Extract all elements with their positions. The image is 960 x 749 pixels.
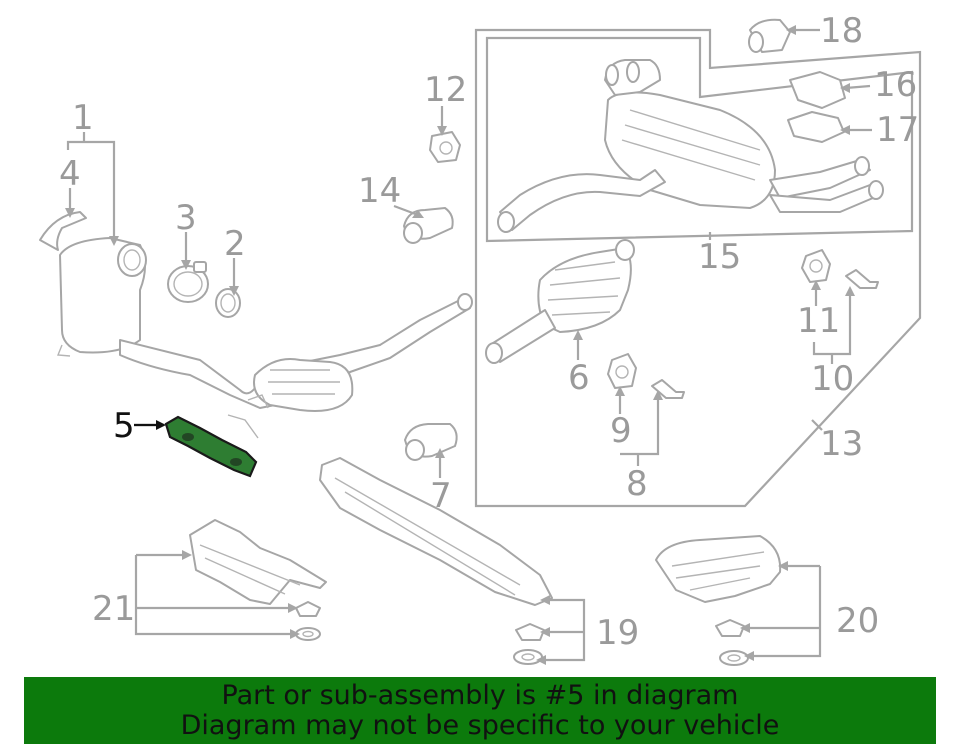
callout-21: 21 — [92, 589, 135, 629]
callout-11: 11 — [797, 301, 840, 341]
hanger-part-10 — [845, 269, 879, 289]
callout-14: 14 — [358, 171, 401, 211]
rubber-mount-part-9 — [607, 353, 637, 389]
highlighted-part-5 — [164, 415, 258, 478]
callout-15: 15 — [698, 237, 741, 277]
callout-6: 6 — [568, 358, 590, 398]
banner-line-part-number: Part or sub-assembly is #5 in diagram — [221, 680, 739, 711]
heat-shield-part-20 — [655, 535, 782, 603]
arrow-heads — [65, 25, 855, 665]
washer-part-19b — [513, 649, 543, 665]
callout-12: 12 — [424, 70, 467, 110]
callout-9: 9 — [610, 411, 632, 451]
callout-19: 19 — [596, 613, 639, 653]
callout-18: 18 — [820, 11, 863, 51]
hanger-part-8 — [651, 379, 685, 399]
rubber-mount-part-11 — [801, 249, 831, 283]
group-13-outline — [474, 28, 922, 508]
gasket-part-2 — [215, 288, 241, 318]
callout-7: 7 — [430, 476, 452, 516]
notice-banner: Part or sub-assembly is #5 in diagram Di… — [24, 677, 936, 744]
rear-muffler-part-15 — [497, 59, 884, 233]
callout-4: 4 — [59, 154, 81, 194]
washer-part-20a — [715, 619, 745, 637]
washer-part-19a — [515, 623, 545, 641]
clamp-part-7 — [404, 423, 458, 461]
callout-2: 2 — [224, 224, 246, 264]
callout-1: 1 — [72, 98, 94, 138]
bracket-part-16 — [789, 71, 846, 109]
clamp-part-3 — [167, 261, 209, 303]
front-pipe-assembly — [56, 237, 473, 439]
center-muffler-part-6 — [485, 239, 635, 364]
washer-part-21a — [295, 601, 321, 617]
callout-3: 3 — [175, 198, 197, 238]
bracket-part-4 — [39, 211, 87, 251]
heat-shield-part-21 — [189, 519, 327, 605]
callout-5: 5 — [113, 406, 135, 446]
banner-line-disclaimer: Diagram may not be specific to your vehi… — [180, 710, 780, 741]
callout-13: 13 — [820, 424, 863, 464]
group-15-outline — [485, 36, 914, 243]
callout-10: 10 — [811, 359, 854, 399]
callout-16: 16 — [874, 65, 917, 105]
bracket-part-17 — [787, 111, 845, 143]
washer-part-20b — [719, 650, 749, 666]
callout-17: 17 — [876, 110, 919, 150]
rubber-mount-part-12 — [429, 131, 461, 163]
callout-8: 8 — [626, 464, 648, 504]
tailpipe-tip-part-18 — [748, 18, 791, 53]
callout-20: 20 — [836, 601, 879, 641]
